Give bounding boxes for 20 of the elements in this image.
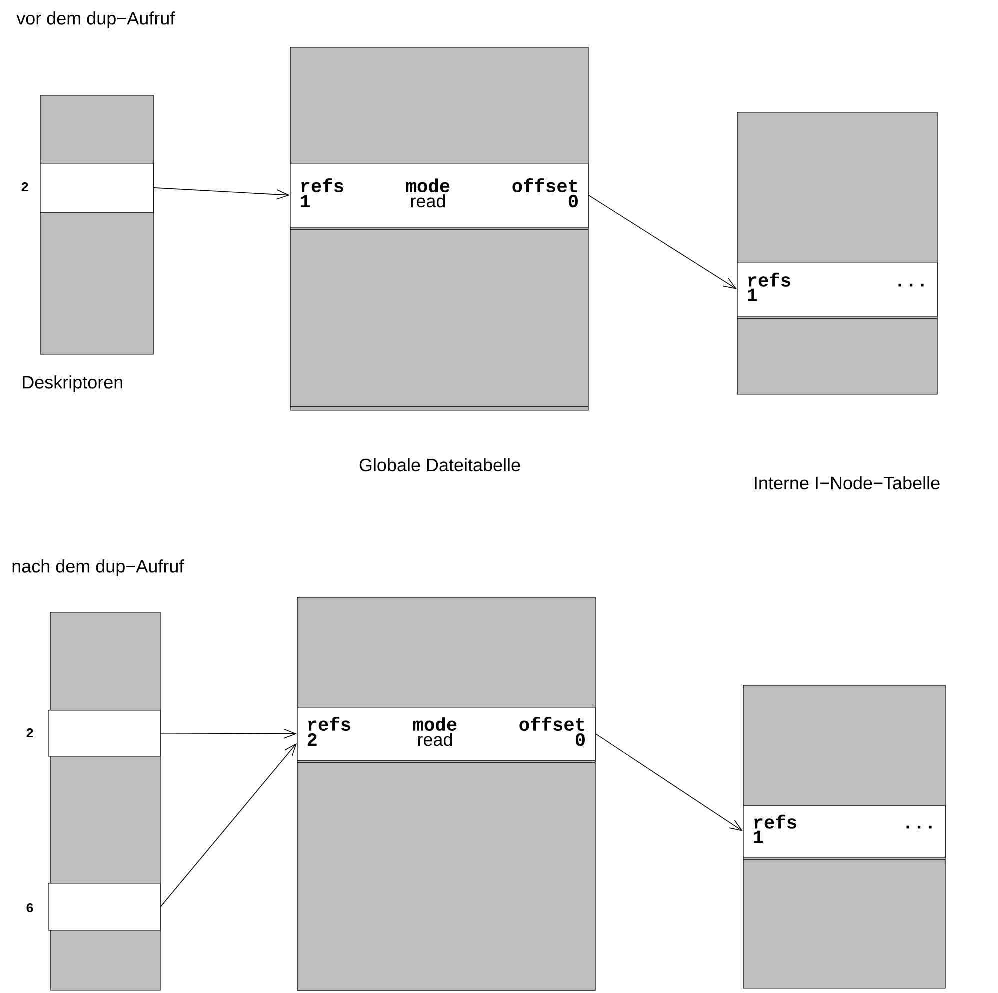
- arrow: [153, 188, 290, 200]
- slot-number: 6: [26, 903, 34, 913]
- table-entry: refs ... 1: [743, 805, 946, 858]
- heading: nach dem dup−Aufruf: [12, 560, 184, 576]
- table-title: Globale Dateitabelle: [360, 458, 520, 472]
- descriptor-slot: [48, 883, 161, 931]
- table-entry: refs ... 1: [737, 262, 938, 317]
- slot-number: 2: [22, 182, 28, 192]
- table-title: Interne I−Node−Tabelle: [755, 476, 940, 490]
- arrow: [160, 743, 298, 908]
- table-entry: refs mode offset 2 read 0: [297, 707, 596, 761]
- table-title: Deskriptoren: [23, 376, 122, 392]
- table-entry: refs mode offset 1 read 0: [290, 163, 589, 228]
- arrow: [160, 728, 297, 739]
- descriptor-slot: [48, 710, 161, 757]
- descriptor-slot: [40, 163, 154, 213]
- heading: vor dem dup−Aufruf: [16, 12, 176, 28]
- slot-number: 2: [26, 728, 34, 738]
- arrow: [588, 195, 738, 290]
- arrow: [595, 734, 743, 832]
